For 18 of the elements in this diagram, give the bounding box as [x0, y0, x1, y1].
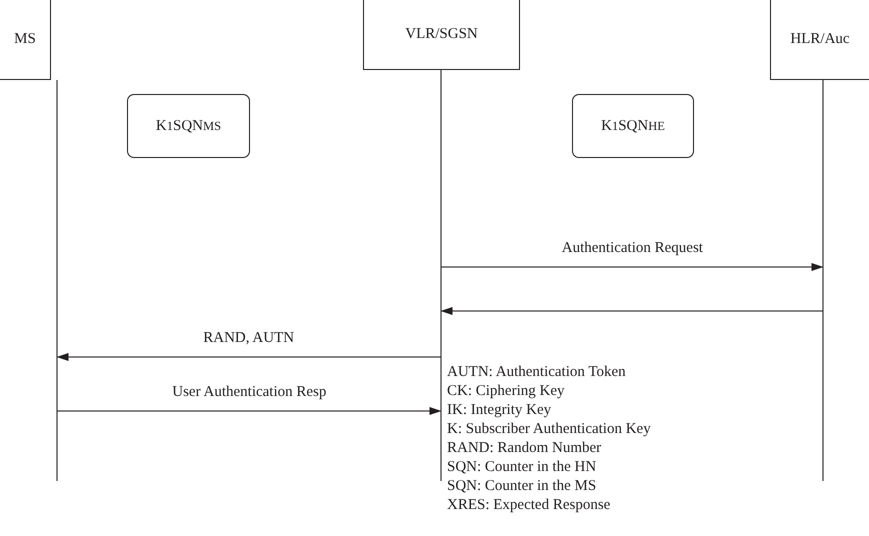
- arrow: [440, 307, 824, 315]
- arrow: [56, 407, 442, 415]
- edge-label: User Authentication Resp: [172, 384, 326, 401]
- edge-label: RAND, AUTN: [203, 330, 294, 347]
- note-text: AUTN: Authentication Token: [447, 364, 626, 381]
- note-text: XRES: Expected Response: [447, 497, 610, 514]
- participant-box: VLR/SGSN: [363, 0, 520, 70]
- note-text: CK: Ciphering Key: [447, 383, 564, 400]
- arrow: [56, 353, 442, 361]
- arrow: [440, 263, 824, 271]
- participant-box: MS: [0, 0, 51, 80]
- note-text: SQN: Counter in the HN: [447, 459, 596, 476]
- edge-label: Authentication Request: [562, 240, 703, 257]
- note-text: SQN: Counter in the MS: [447, 478, 596, 495]
- note-text: IK: Integrity Key: [447, 402, 552, 419]
- participant-box: HLR/Auc: [770, 0, 869, 80]
- note-text: RAND: Random Number: [447, 440, 602, 457]
- note-text: K: Subscriber Authentication Key: [447, 421, 651, 438]
